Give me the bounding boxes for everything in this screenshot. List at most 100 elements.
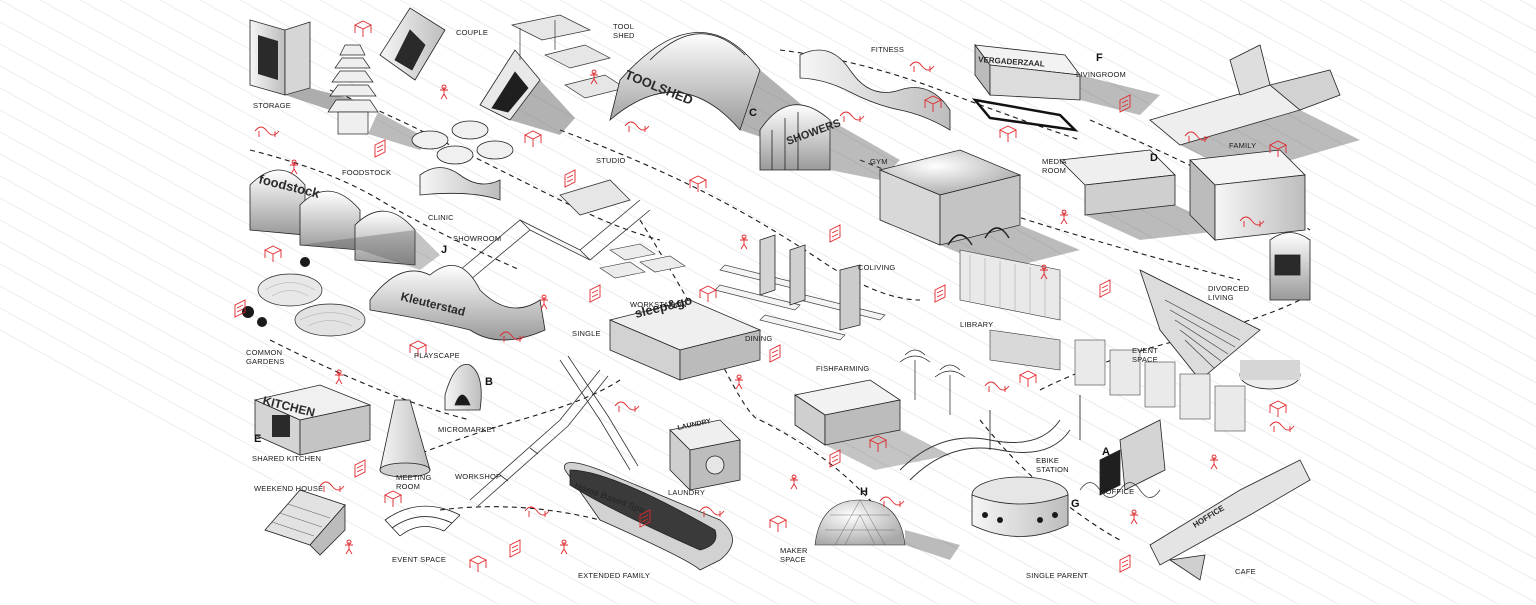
- divorced-living-building: [1189, 149, 1311, 301]
- playscape-hill: [369, 265, 546, 341]
- activity-sketch: [839, 111, 865, 122]
- label-playscape: PLAYSCAPE: [414, 351, 460, 360]
- label-meeting-room-1: MEETING: [396, 473, 432, 482]
- activity-sketch: [934, 284, 946, 303]
- zone-marker-f: F: [1096, 52, 1103, 64]
- activity-sketch: [768, 515, 788, 532]
- zone-marker-c: C: [749, 107, 757, 119]
- label-livingroom: LIVINGROOM: [1076, 70, 1126, 79]
- label-weekend-house: WEEKEND HOUSE: [254, 484, 324, 493]
- activity-sketch: [509, 539, 521, 558]
- activity-sketch: [1018, 370, 1038, 387]
- activity-sketch: [829, 449, 841, 468]
- label-shared-kitchen: SHARED KITCHEN: [252, 454, 322, 463]
- activity-sketch: [499, 331, 525, 342]
- activity-sketch: [234, 299, 246, 318]
- label-event-space-bottom: EVENT SPACE: [392, 555, 447, 564]
- activity-sketch: [1268, 400, 1288, 417]
- clinic-structure: [411, 120, 514, 201]
- label-gym: GYM: [870, 157, 888, 166]
- activity-sketch: [263, 245, 283, 262]
- activity-sketch: [290, 159, 298, 175]
- couple-tents: [379, 7, 575, 135]
- activity-sketch: [614, 401, 640, 412]
- label-media-room-2: ROOM: [1042, 166, 1067, 175]
- label-ebike-station-2: STATION: [1036, 465, 1069, 474]
- livingroom-building: [971, 43, 1160, 132]
- label-storage: STORAGE: [253, 101, 291, 110]
- label-family: FAMILY: [1229, 141, 1257, 150]
- label-foodstock: FOODSTOCK: [342, 168, 392, 177]
- label-micromarket: MICROMARKET: [438, 425, 497, 434]
- label-divorced-living-1: DIVORCED: [1208, 284, 1250, 293]
- zone-marker-g: G: [1071, 498, 1080, 510]
- amphitheatre: [384, 505, 461, 537]
- label-event-space-2: SPACE: [1132, 355, 1158, 364]
- activity-sketch: [868, 435, 888, 452]
- event-space-banners: [1074, 339, 1246, 432]
- ebike-station-ramps: [899, 395, 1081, 481]
- activity-sketch: [383, 490, 403, 507]
- activity-sketch: [345, 539, 353, 555]
- label-library: LIBRARY: [960, 320, 994, 329]
- label-media-room-1: MEDIA: [1042, 157, 1067, 166]
- common-gardens-mounds: [242, 257, 366, 337]
- activity-sketch: [1099, 279, 1111, 298]
- label-common-gardens-2: GARDENS: [246, 357, 285, 366]
- label-workstation: WORKSTATION: [630, 300, 687, 309]
- activity-sketch: [879, 496, 905, 507]
- label-maker-space-2: SPACE: [780, 555, 806, 564]
- label-studio: STUDIO: [596, 156, 626, 165]
- storage-building: [249, 19, 355, 110]
- label-workshop: WORKSHOP: [455, 472, 502, 481]
- geodesic-dome: [814, 499, 960, 560]
- label-single-parent: SINGLE PARENT: [1026, 571, 1089, 580]
- activity-sketch: [1130, 509, 1138, 525]
- fitness-wave-wall: [799, 49, 951, 131]
- activity-sketch: [335, 369, 343, 385]
- label-event-space-1: EVENT: [1132, 346, 1159, 355]
- label-fishfarming: FISHFARMING: [816, 364, 870, 373]
- label-common-gardens-1: COMMON: [246, 348, 283, 357]
- palm-trees: [899, 349, 966, 415]
- label-extended-family: EXTENDED FAMILY: [578, 571, 651, 580]
- label-tool-shed-1: TOOL: [613, 22, 635, 31]
- zone-marker-h: H: [860, 486, 868, 498]
- activity-sketch: [1060, 209, 1068, 225]
- activity-sketch: [984, 381, 1010, 392]
- activity-sketch: [1119, 554, 1131, 573]
- activity-sketch: [740, 234, 748, 250]
- activity-sketch: [639, 509, 651, 528]
- shared-kitchen-building: [253, 384, 372, 456]
- micromarket-tent: [444, 363, 482, 411]
- activity-sketch: [1268, 140, 1288, 157]
- activity-sketch: [408, 340, 428, 357]
- activity-sketch: [468, 555, 488, 572]
- activity-sketch: [909, 61, 935, 72]
- zone-marker-b: B: [485, 376, 493, 388]
- tool-shed-structure: [510, 14, 626, 99]
- coil-sculpture: [1079, 482, 1161, 498]
- label-divorced-living-2: LIVING: [1208, 293, 1234, 302]
- activity-sketch: [589, 284, 601, 303]
- laundry-building: [669, 419, 741, 491]
- activity-sketch: [735, 374, 743, 390]
- label-dining: DINING: [745, 334, 773, 343]
- activity-sketch: [769, 344, 781, 363]
- label-tool-shed-2: SHED: [613, 31, 635, 40]
- activity-sketch: [440, 84, 448, 100]
- label-laundry: LAUNDRY: [668, 488, 706, 497]
- label-cafe: CAFE: [1235, 567, 1256, 576]
- activity-sketch: [560, 539, 568, 555]
- activity-sketch: [564, 169, 576, 188]
- activity-sketch: [1269, 421, 1295, 432]
- coliving-building: [878, 149, 1080, 270]
- fishfarming-walls: [759, 234, 861, 331]
- activity-sketch: [790, 474, 798, 490]
- label-couple: COUPLE: [456, 28, 489, 37]
- activity-sketch: [698, 285, 718, 302]
- label-showroom: SHOWROOM: [453, 234, 502, 243]
- workshop-truss: [469, 355, 639, 507]
- activity-sketch: [699, 506, 725, 517]
